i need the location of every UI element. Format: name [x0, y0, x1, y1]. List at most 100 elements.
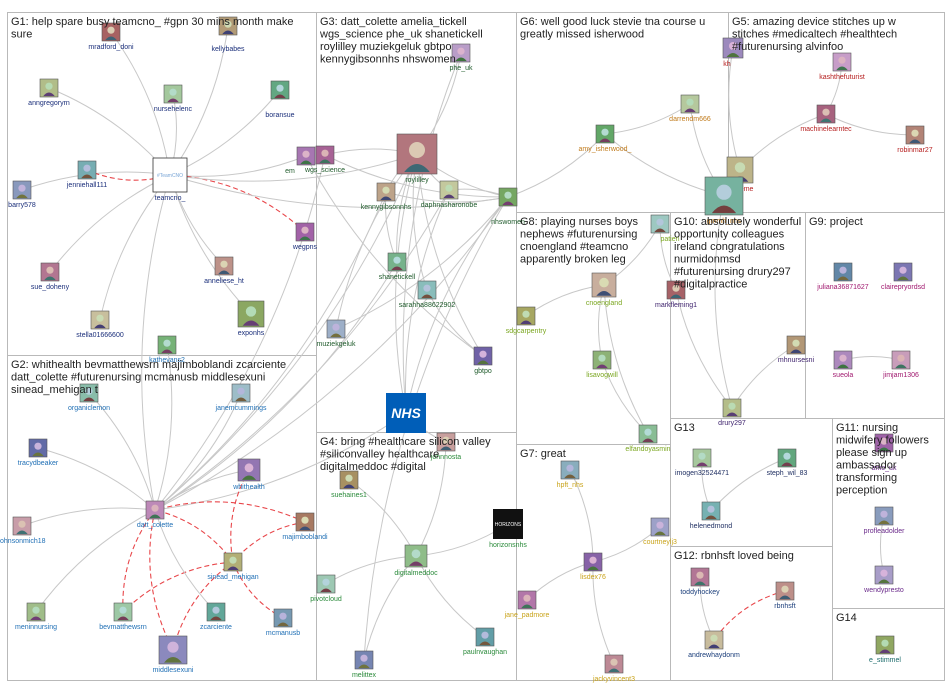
edge-mhnursesni-drury297 [731, 344, 797, 409]
node-amy_isherwood_[interactable]: amy_isherwood_ [579, 124, 632, 153]
node-boransue[interactable]: boransue [265, 80, 295, 119]
node-exponhs[interactable]: exponhs [237, 300, 265, 337]
node-clairepryordsd[interactable]: clairepryordsd [881, 262, 925, 291]
node-elfandoyasmin[interactable]: elfandoyasmin [625, 424, 671, 453]
avatar-head-icon [566, 464, 574, 472]
node-darrendm666[interactable]: darrendm666 [669, 94, 711, 123]
node-mcmanusb[interactable]: mcmanusb [266, 608, 300, 637]
group-titles: G1: help spare busy teamcno_ #gpn 30 min… [11, 16, 929, 624]
node-e_stimmel[interactable]: e_stimmel [869, 635, 901, 664]
node-markfleming1[interactable]: markfleming1 [655, 280, 697, 309]
node-muziekgeluk[interactable]: muziekgeluk [317, 319, 356, 348]
node-barry578[interactable]: barry578 [8, 180, 36, 209]
node-shanetickell[interactable]: shanetickell [379, 252, 416, 281]
node-jane_padmore[interactable]: jane_padmore [504, 590, 550, 619]
group-title-g1: sure [11, 29, 32, 41]
group-title-g5: #futurenursing alvinfoo [732, 41, 843, 53]
group-title-g8: nephews #futurenursing [520, 229, 637, 241]
node-jimjam1306[interactable]: jimjam1306 [882, 350, 919, 379]
avatar-body-icon [16, 530, 28, 535]
node-label: exponhs [238, 330, 265, 337]
node-machinelearntec[interactable]: machinelearntec [800, 104, 852, 133]
node-mradford_doni[interactable]: mradford_doni [88, 22, 134, 51]
node-lisdex76[interactable]: lisdex76 [580, 552, 606, 581]
avatar-head-icon [880, 569, 888, 577]
node-melittex[interactable]: melittex [352, 650, 377, 679]
node-organiclemon[interactable]: organiclemon [68, 383, 110, 412]
node-meninnursing[interactable]: meninnursing [15, 602, 57, 631]
node-label: zcarciente [200, 624, 232, 631]
node-hpft_nhs[interactable]: hpft_nhs [557, 460, 584, 489]
node-sue_doheny[interactable]: sue_doheny [31, 262, 70, 291]
node-paulnvaughan[interactable]: paulnvaughan [463, 627, 507, 656]
node-toddyhockey[interactable]: toddyhockey [680, 567, 720, 596]
node-courtneylj3[interactable]: courtneylj3 [643, 517, 677, 546]
node-gbtpo[interactable]: gbtpo [473, 346, 493, 375]
node-helenedmond[interactable]: helenedmond [690, 501, 733, 530]
node-middlesexuni[interactable]: middlesexuni [153, 635, 194, 674]
node-gmmh_nhs[interactable]: gmmh_nhs [704, 176, 744, 225]
edge-roylilley-gbtpo [416, 153, 484, 357]
node-johnnosta[interactable]: johnnosta [430, 432, 461, 461]
node-janemcummings[interactable]: janemcummings [215, 383, 267, 412]
node-sueola[interactable]: sueola [833, 350, 854, 379]
node-jackyvincent3[interactable]: jackyvincent3 [592, 654, 635, 683]
node-steph_wil_83[interactable]: steph_wil_83 [767, 448, 808, 477]
node-patien[interactable]: patien [650, 214, 680, 243]
node-kennygibsonnhs[interactable]: kennygibsonnhs [361, 182, 412, 211]
node-drury297[interactable]: drury297 [718, 398, 746, 427]
group-title-g4: G4: bring #healthcare silicon valley [320, 436, 491, 448]
node-tracydbeaker[interactable]: tracydbeaker [18, 438, 59, 467]
node-stella01666600[interactable]: stella01666600 [76, 310, 124, 339]
node-roylilley[interactable]: roylilley [396, 133, 438, 184]
node-datt_colette[interactable]: datt_colette [137, 500, 173, 529]
node-daphnasharonobe[interactable]: daphnasharonobe [421, 180, 478, 209]
node-jenniehall111[interactable]: jenniehall111 [66, 160, 107, 189]
node-pivotcloud[interactable]: pivotcloud [310, 574, 342, 603]
node-anngregoryrn[interactable]: anngregoryrn [28, 78, 70, 107]
node-majimboblandi[interactable]: majimboblandi [282, 512, 328, 541]
node-kellybabes[interactable]: kellybabes [211, 16, 245, 53]
avatar-head-icon [151, 504, 159, 512]
avatar-head-icon [781, 585, 789, 593]
node-lisavogwill[interactable]: lisavogwill [586, 350, 618, 379]
node-johnsonmich18[interactable]: johnsonmich18 [0, 516, 46, 545]
node-nursehelenc[interactable]: nursehelenc [154, 84, 193, 113]
group-title-g3: G3: datt_colette amelia_tickell [320, 16, 467, 28]
node-kh[interactable]: kh [722, 37, 744, 68]
edge-datt_colette-zcarciente [154, 509, 217, 613]
node-sinead_mehigan[interactable]: sinead_mehigan [207, 552, 259, 581]
node-andrewhaydonm[interactable]: andrewhaydonm [688, 630, 740, 659]
node-juliana36871627[interactable]: juliana36871627 [816, 262, 869, 291]
node-label: bevmatthewsrn [99, 624, 147, 631]
node-sdgcarpentry[interactable]: sdgcarpentry [506, 306, 547, 335]
node-whithealth[interactable]: whithealth [232, 458, 265, 491]
node-robinmar27[interactable]: robinmar27 [897, 125, 933, 154]
node-wegpns[interactable]: wegpns [292, 222, 318, 251]
node-nhswomen[interactable]: nhswomen [491, 187, 525, 226]
node-bevmatthewsrn[interactable]: bevmatthewsrn [99, 602, 147, 631]
node-rbnhsft[interactable]: rbnhsft [774, 581, 796, 610]
node-kashthefuturist[interactable]: kashthefuturist [819, 52, 865, 81]
avatar-body-icon [242, 320, 260, 326]
node-amo_uk[interactable]: amo_uk [872, 433, 897, 472]
node-digitalmeddoc[interactable]: digitalmeddoc [394, 544, 438, 577]
node-phe_uk[interactable]: phe_uk [450, 43, 473, 72]
node-cnoengland[interactable]: cnoengland [586, 272, 622, 307]
node-suehaines1[interactable]: suehaines1 [331, 470, 367, 499]
node-nhs[interactable]: NHS [386, 393, 426, 433]
node-wgs_science[interactable]: wgs_science [304, 145, 345, 174]
node-wendypresto[interactable]: wendypresto [863, 565, 904, 594]
node-sarahha88622902[interactable]: sarahha88622902 [399, 280, 456, 309]
node-label: mradford_doni [88, 44, 134, 51]
node-profleadolder[interactable]: profleadolder [864, 506, 906, 535]
node-mhnursesni[interactable]: mhnursesni [778, 335, 815, 364]
node-em[interactable]: em [285, 146, 316, 175]
node-zcarciente[interactable]: zcarciente [200, 602, 232, 631]
node-anneliese_ht[interactable]: anneliese_ht [204, 256, 244, 285]
node-label: datt_colette [137, 522, 173, 529]
node-imogen32524471[interactable]: imogen32524471 [675, 448, 729, 477]
node-kathevans2[interactable]: kathevans2 [149, 335, 185, 364]
